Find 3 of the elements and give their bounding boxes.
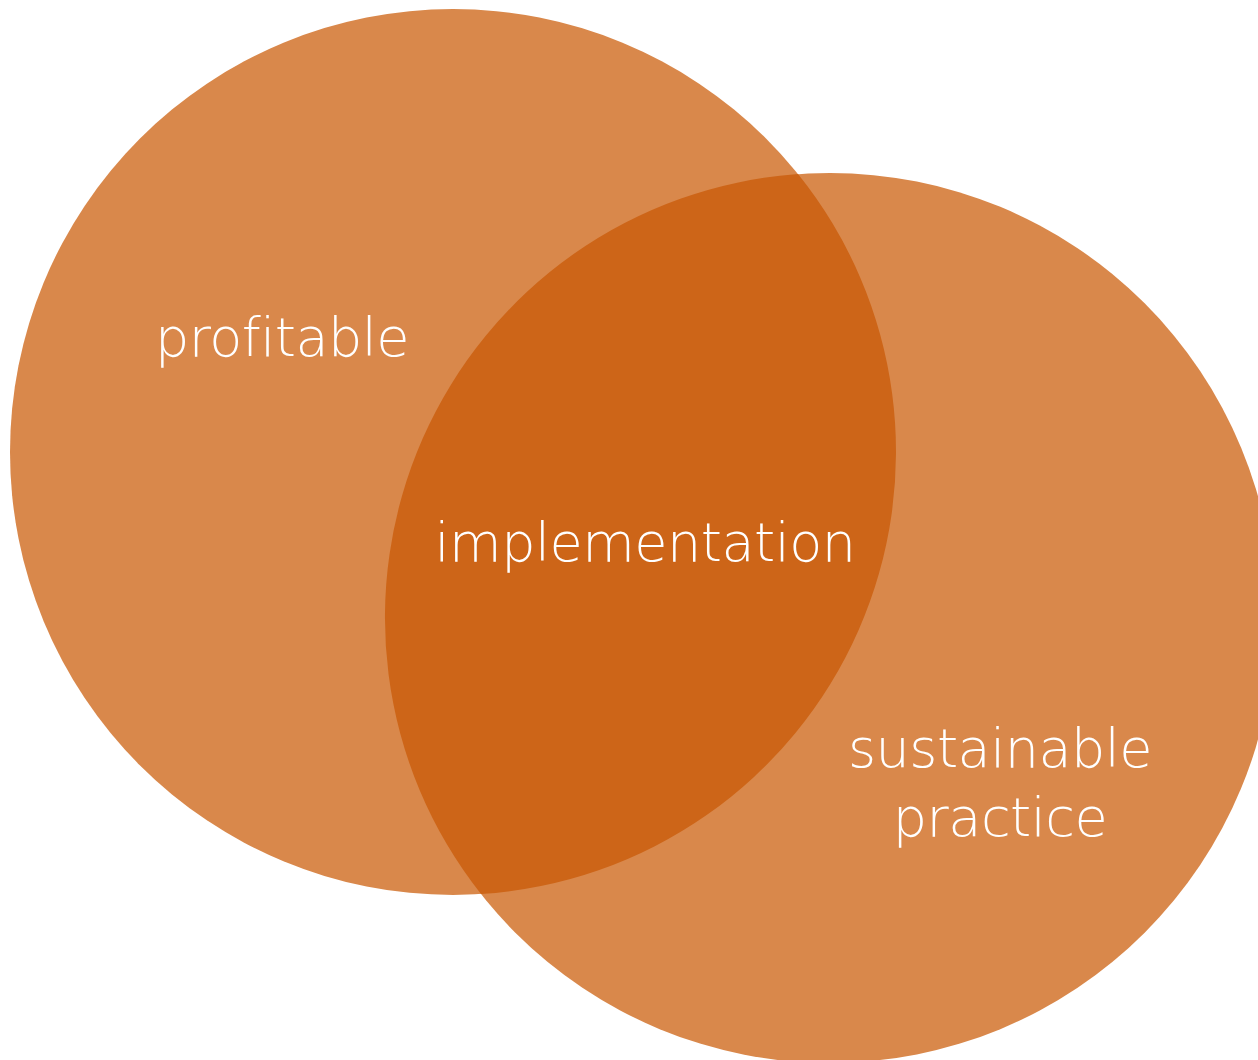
circle-label: implementation — [433, 510, 857, 577]
circle-label: sustainable practice — [846, 715, 1154, 851]
circle-label: profitable — [153, 305, 411, 372]
